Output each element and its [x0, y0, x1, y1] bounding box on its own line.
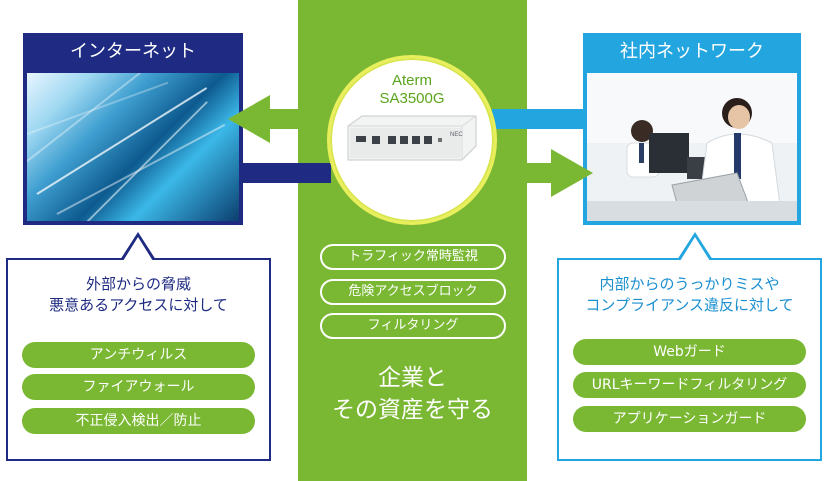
- left-callout-tail-fill: [123, 237, 153, 261]
- internal-threats-box: 内部からのうっかりミスや コンプライアンス違反に対して Webガード URLキー…: [557, 258, 822, 461]
- slogan-line-1: 企業と: [378, 365, 447, 391]
- internal-threats-heading-1: 内部からのうっかりミスや: [599, 275, 780, 293]
- arrow-outbound-bar-cyan: [490, 109, 583, 129]
- external-threats-heading-2: 悪意あるアクセスに対して: [49, 296, 228, 314]
- external-item-antivirus: アンチウィルス: [22, 342, 255, 368]
- device-brand: NEC: [450, 132, 463, 138]
- right-callout-tail-fill: [680, 237, 710, 261]
- arrow-left-head: [228, 95, 270, 143]
- internal-threats-heading-2: コンプライアンス違反に対して: [585, 296, 794, 314]
- feature-filtering: フィルタリング: [320, 313, 506, 339]
- feature-dangerous-access-block: 危険アクセスブロック: [320, 279, 506, 305]
- external-threats-heading-1: 外部からの脅威: [85, 275, 191, 293]
- internet-panel: インターネット: [23, 33, 243, 225]
- lan-panel-title: 社内ネットワーク: [620, 41, 764, 62]
- device-name-line2: SA3500G: [379, 90, 445, 107]
- internet-photo: [27, 73, 239, 221]
- device-name-line1: Aterm: [391, 72, 432, 89]
- router-image: NEC: [347, 115, 477, 161]
- lan-panel: 社内ネットワーク: [583, 33, 801, 225]
- arrow-inbound-bar-navy: [243, 163, 333, 183]
- arrow-right-head: [551, 149, 593, 197]
- external-threats-box: 外部からの脅威 悪意あるアクセスに対して アンチウィルス ファイアウォール 不正…: [6, 258, 271, 461]
- office-photo: [587, 73, 797, 221]
- slogan-line-2: その資産を守る: [332, 397, 493, 423]
- feature-traffic-monitoring: トラフィック常時監視: [320, 244, 506, 270]
- internal-item-app-guard: アプリケーションガード: [573, 406, 806, 432]
- external-item-firewall: ファイアウォール: [22, 374, 255, 400]
- internal-item-url-filter: URLキーワードフィルタリング: [573, 372, 806, 398]
- internet-panel-title: インターネット: [70, 41, 196, 62]
- internal-item-webguard: Webガード: [573, 339, 806, 365]
- external-item-ips: 不正侵入検出／防止: [22, 408, 255, 434]
